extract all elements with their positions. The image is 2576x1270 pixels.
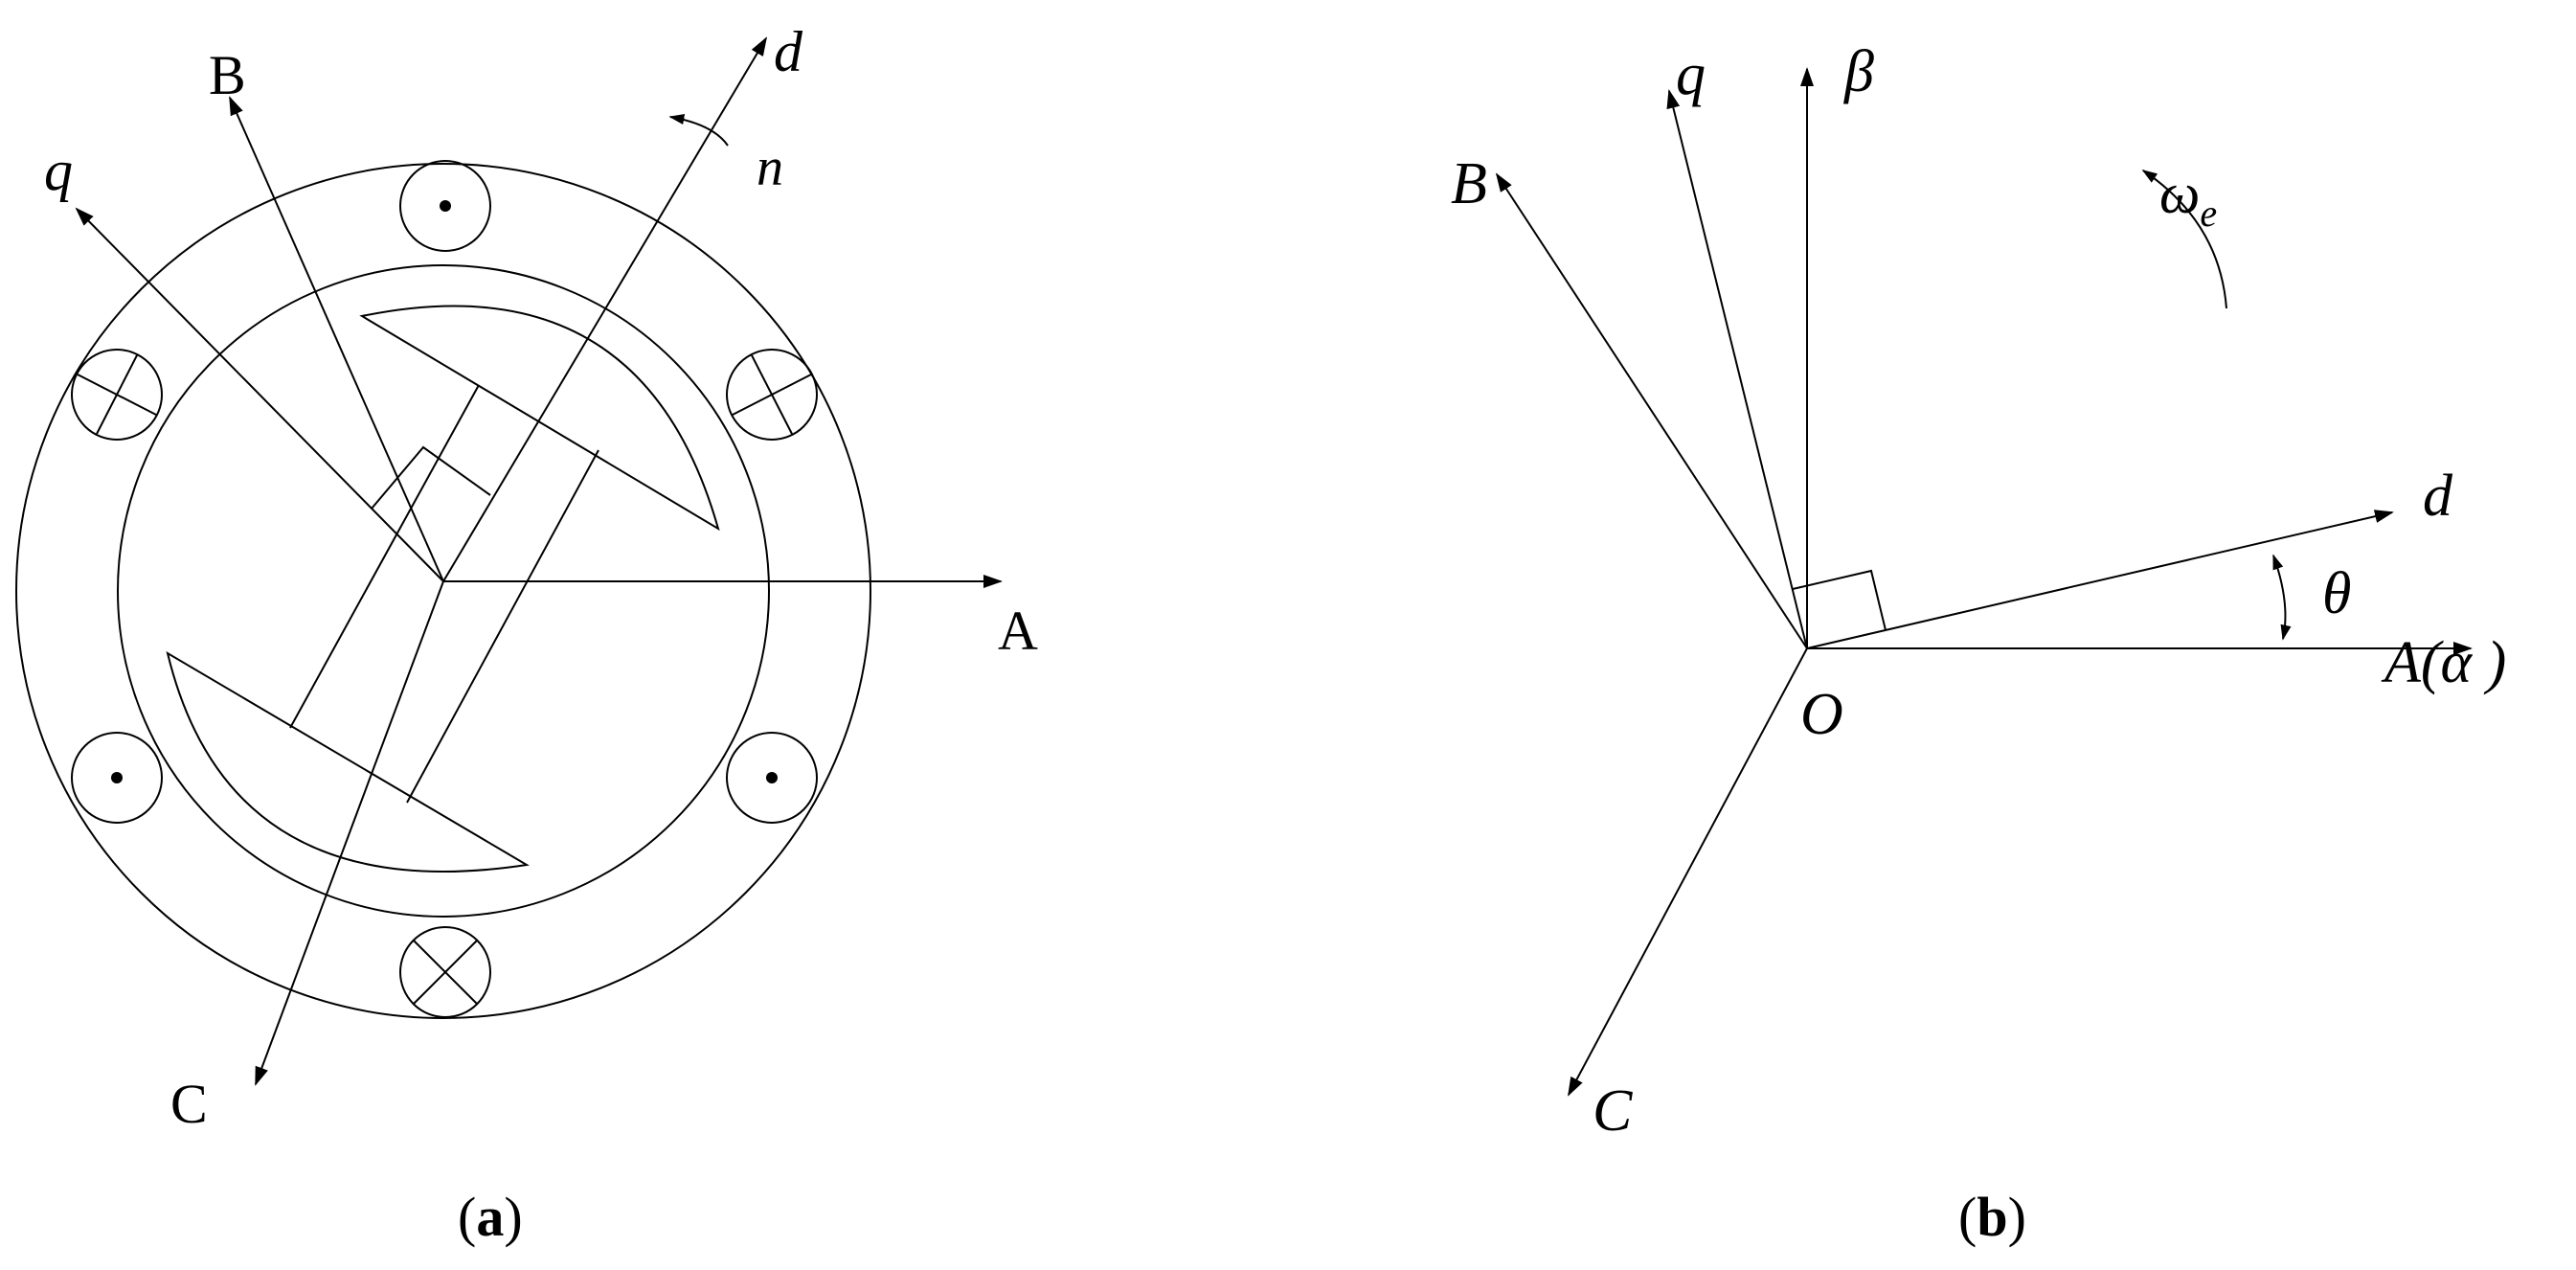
right-angle-marker-a	[371, 445, 491, 510]
rotor-pole-upper	[359, 305, 720, 532]
caption-a: (a)	[458, 1186, 523, 1248]
axis-c-arrow	[255, 580, 444, 1086]
label-d: d	[774, 20, 803, 83]
label-theta: θ	[2322, 561, 2351, 626]
label-b: B	[209, 44, 246, 106]
label-beta: β	[1843, 39, 1874, 104]
label-q-b: q	[1676, 42, 1706, 107]
axis-d-arrow	[442, 36, 768, 582]
label-b-b: B	[1451, 151, 1487, 216]
coil-slot-lower-right-dot	[726, 732, 818, 824]
panel-a: A B C d q n (a)	[15, 20, 1038, 1248]
right-angle-marker-b	[1792, 569, 1887, 631]
rotation-arrow-omega	[2141, 170, 2227, 309]
label-origin: O	[1800, 682, 1843, 747]
axis-c-arrow-b	[1568, 647, 1808, 1097]
label-q: q	[44, 139, 73, 202]
rotor-shaft-right-edge	[406, 449, 599, 804]
label-c-b: C	[1593, 1078, 1633, 1144]
label-d-b: d	[2423, 464, 2453, 529]
label-c: C	[170, 1073, 208, 1135]
axis-d-arrow-b	[1806, 510, 2394, 649]
rotation-arrow-n	[668, 114, 729, 147]
axis-q-arrow	[75, 207, 444, 582]
coil-slot-bottom-cross	[399, 926, 491, 1018]
label-a: A	[998, 600, 1038, 662]
axis-b-arrow-b	[1495, 172, 1808, 649]
coil-slot-lower-left-dot	[71, 732, 163, 824]
stator-inner-circle	[117, 264, 770, 918]
coil-slot-upper-right-cross	[726, 349, 818, 441]
rotor-pole-lower	[166, 650, 530, 873]
coil-slot-upper-left-cross	[71, 349, 163, 441]
theta-angle-arc	[2272, 554, 2292, 641]
label-omega-e: ωe	[2159, 162, 2217, 235]
stator-outer-circle	[15, 163, 871, 1019]
panel-b: A(α ) B C d q β O θ ωe (b)	[1451, 39, 2506, 1248]
caption-b: (b)	[1958, 1186, 2026, 1248]
label-a-alpha: A(α )	[2381, 630, 2506, 695]
label-n: n	[757, 138, 783, 197]
axis-q-arrow-b	[1666, 89, 1808, 649]
axis-b-arrow	[229, 96, 444, 582]
coil-slot-top-dot	[399, 160, 491, 252]
rotor-shaft-left-edge	[289, 384, 480, 729]
